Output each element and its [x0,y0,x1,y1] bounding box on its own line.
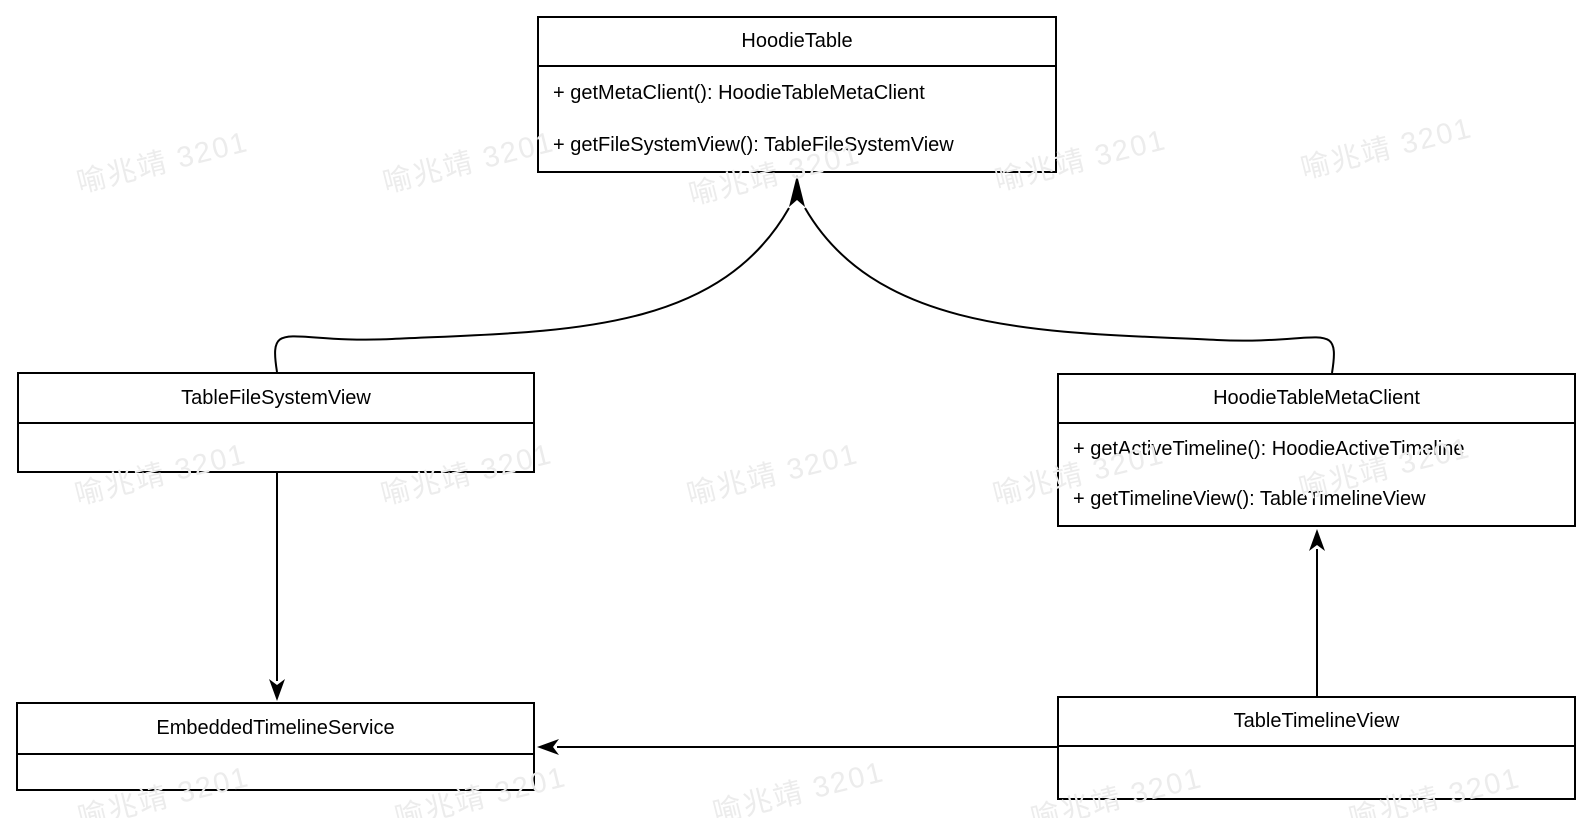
arrowhead-into-embeddedtimelineservice-top [269,679,285,701]
class-hoodietablemetaclient-members: + getActiveTimeline(): HoodieActiveTimel… [1059,424,1574,525]
class-embeddedtimelineservice-members [18,755,533,789]
watermark-text: 喻兆靖 3201 [379,126,558,200]
edge-hoodietablemetaclient-to-hoodietable [804,207,1335,374]
edge-tablefilesystemview-to-embeddedtimelineservice [269,473,285,701]
edge-tabletimelineview-to-hoodietablemetaclient [1309,529,1325,696]
arrowhead-into-hoodietablemetaclient-bottom [1309,529,1325,551]
class-hoodietable-members: + getMetaClient(): HoodieTableMetaClient… [539,67,1055,171]
class-tabletimelineview-members [1059,747,1574,798]
watermark-text: 喻兆靖 3201 [709,756,888,818]
arrowhead-into-embeddedtimelineservice-right [537,739,559,755]
edge-tablefilesystemview-to-hoodietable [274,207,790,373]
watermark-text: 喻兆靖 3201 [683,438,862,512]
class-hoodietable: HoodieTable + getMetaClient(): HoodieTab… [537,16,1057,173]
arrowhead-into-hoodietable [789,175,805,207]
watermark-text: 喻兆靖 3201 [1297,112,1476,186]
method-getactivetimeline: + getActiveTimeline(): HoodieActiveTimel… [1073,437,1465,460]
class-hoodietablemetaclient-title: HoodieTableMetaClient [1059,375,1574,424]
class-tabletimelineview: TableTimelineView [1057,696,1576,800]
class-tabletimelineview-title: TableTimelineView [1059,698,1574,747]
class-tablefilesystemview-title: TableFileSystemView [19,374,533,424]
class-hoodietable-title: HoodieTable [539,18,1055,67]
edge-tabletimelineview-to-embeddedtimelineservice [537,739,1057,755]
class-tablefilesystemview: TableFileSystemView [17,372,535,473]
watermark-text: 喻兆靖 3201 [73,126,252,200]
method-getmetaclient: + getMetaClient(): HoodieTableMetaClient [553,81,925,104]
class-embeddedtimelineservice-title: EmbeddedTimelineService [18,704,533,755]
class-hoodietablemetaclient: HoodieTableMetaClient + getActiveTimelin… [1057,373,1576,527]
method-gettimelineview: + getTimelineView(): TableTimelineView [1073,488,1426,511]
method-getfilesystemview: + getFileSystemView(): TableFileSystemVi… [553,133,954,156]
class-embeddedtimelineservice: EmbeddedTimelineService [16,702,535,791]
class-tablefilesystemview-members [19,424,533,471]
